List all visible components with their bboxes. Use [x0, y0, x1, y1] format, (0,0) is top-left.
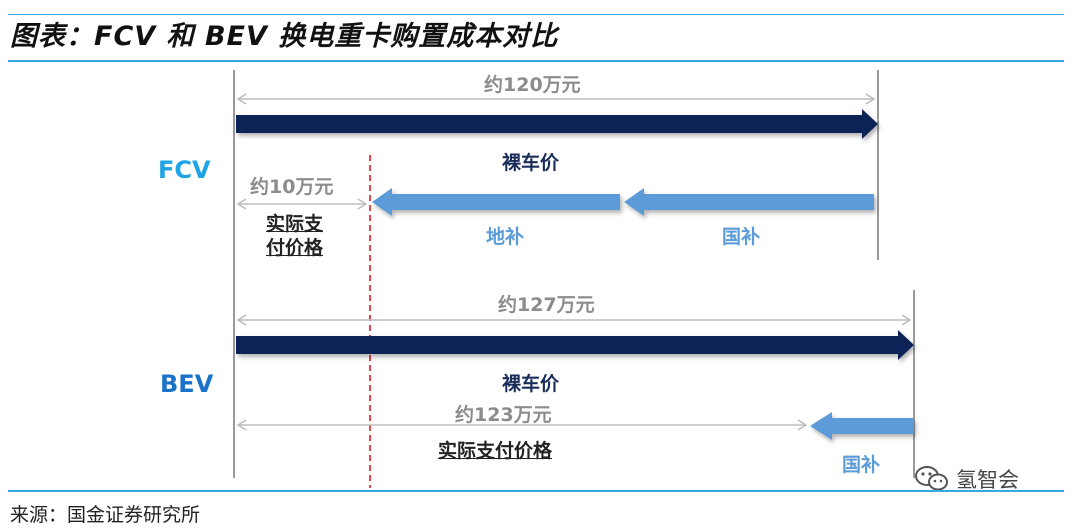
fcv-total-dimension-arrow — [236, 93, 876, 105]
figure-title: 图表：FCV 和 BEV 换电重卡购置成本对比 — [10, 21, 559, 52]
bev-bare-price-arrow — [236, 330, 914, 360]
bev-national-subsidy-label: 国补 — [842, 454, 881, 476]
bev-label: BEV — [160, 370, 214, 398]
bev-national-subsidy-arrow — [810, 412, 914, 440]
fcv-actual-price-line1: 实际支 — [266, 213, 324, 235]
fcv-local-subsidy-label: 地补 — [486, 226, 525, 248]
bev-total-label: 约127万元 — [498, 294, 595, 316]
fcv-actual-amount-label: 约10万元 — [250, 176, 334, 198]
wechat-icon — [915, 466, 948, 491]
fcv-national-subsidy-label: 国补 — [722, 226, 761, 248]
watermark-text: 氢智会 — [956, 468, 1019, 492]
bev-actual-dimension-arrow — [236, 419, 808, 431]
bev-total-dimension-arrow — [236, 314, 912, 326]
fcv-actual-price-label: 实际支 付价格 — [266, 212, 323, 260]
fcv-label: FCV — [158, 156, 211, 184]
source-note: 来源：国金证券研究所 — [10, 504, 201, 526]
bev-actual-amount-label: 约123万元 — [455, 404, 552, 426]
fcv-bare-price-arrow — [236, 109, 878, 139]
fcv-bare-price-label: 裸车价 — [502, 152, 560, 174]
fcv-actual-price-line2: 付价格 — [266, 237, 324, 259]
top-rule — [8, 14, 1064, 15]
bev-actual-price-label: 实际支付价格 — [438, 440, 553, 462]
title-rule — [8, 60, 1064, 62]
watermark: 氢智会 — [914, 464, 1019, 494]
fcv-local-subsidy-arrow — [372, 188, 620, 216]
fcv-actual-dimension-arrow — [236, 198, 368, 210]
fcv-total-label: 约120万元 — [484, 74, 581, 96]
fcv-national-subsidy-arrow — [624, 188, 874, 216]
bottom-rule — [8, 490, 1064, 492]
bev-bare-price-label: 裸车价 — [502, 373, 560, 395]
